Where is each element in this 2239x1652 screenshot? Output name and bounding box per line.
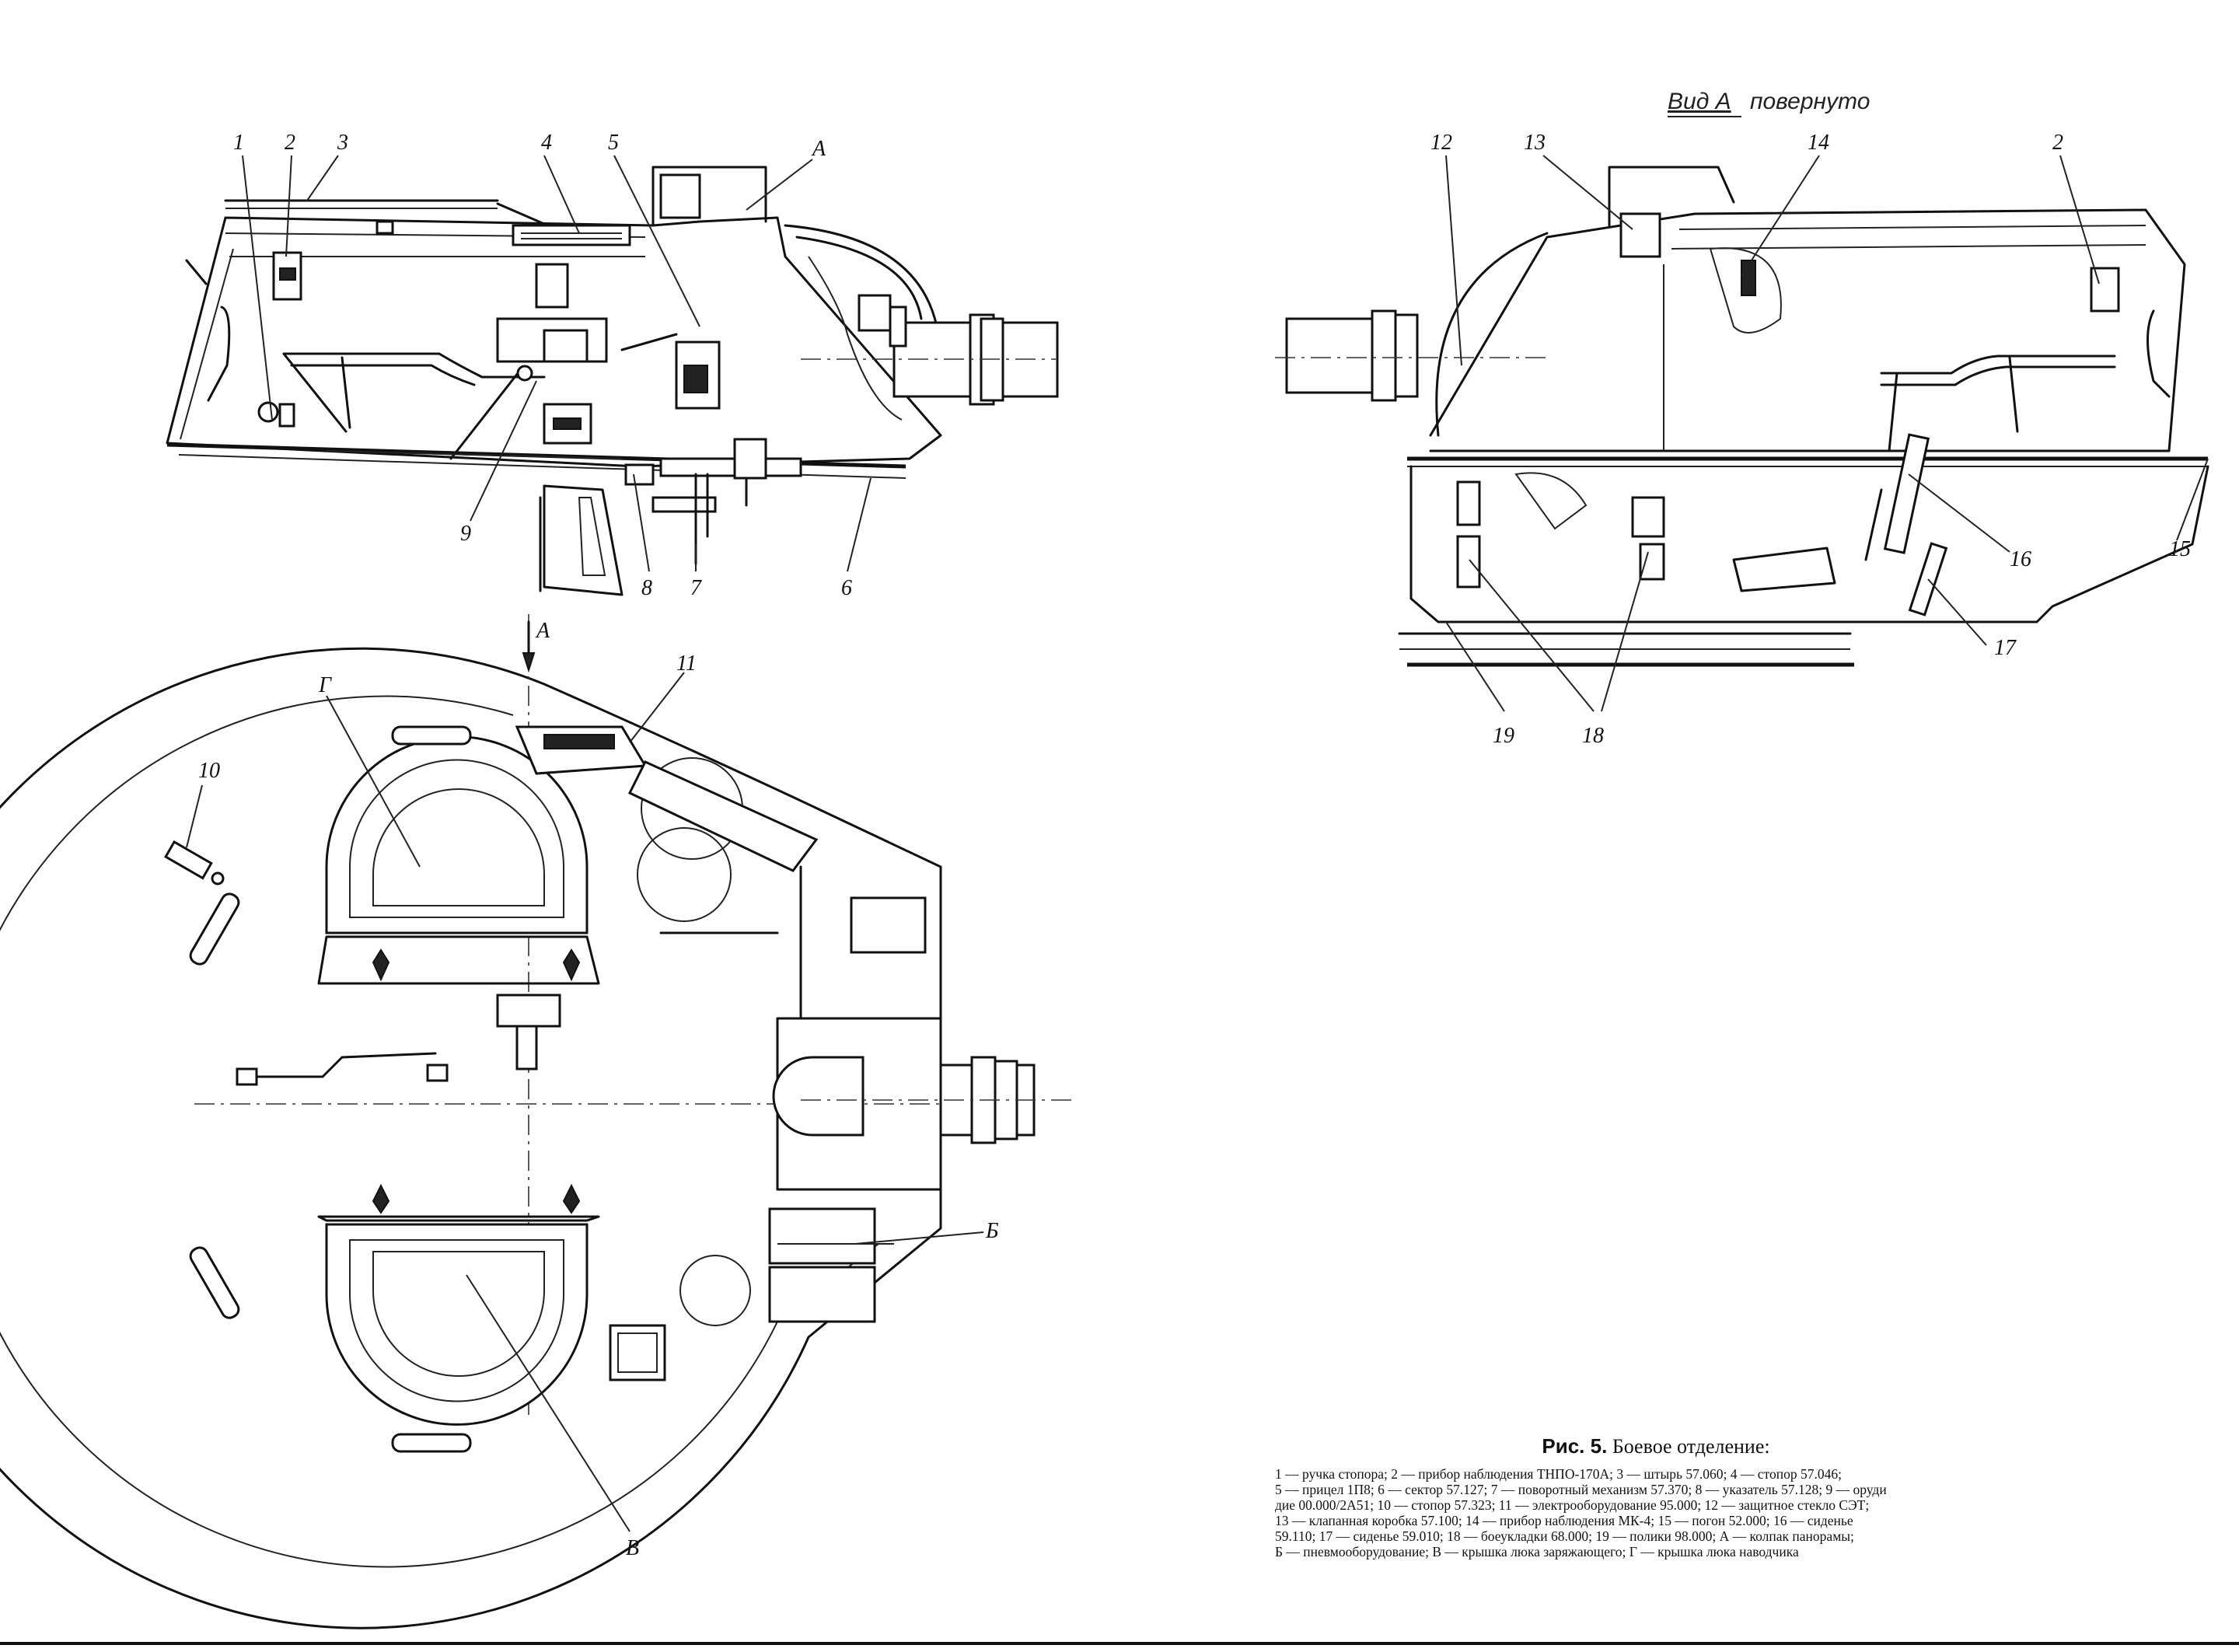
arrow-a-label: А [535,619,550,643]
callout-10: 10 [198,759,220,783]
callout-12: 12 [1430,131,1452,155]
callout-4: 4 [541,131,552,155]
callout-13: 13 [1524,131,1546,155]
side-section-view: 1 2 3 4 5 А 9 8 7 6 [166,131,1059,600]
caption-legend: 1 — ручка стопора; 2 — прибор наблюдения… [1275,1466,2239,1559]
callout-a: А [811,137,826,161]
caption-line: 59.110; 17 — сиденье 59.010; 18 — боеукл… [1275,1528,1854,1544]
caption-prefix: Рис. 5. [1542,1434,1608,1458]
caption-heading: Боевое отделение: [1612,1435,1770,1458]
callout-15: 15 [2169,537,2191,561]
callout-14: 14 [1808,131,1829,155]
caption-title: Рис. 5. Боевое отделение: [1275,1434,2239,1458]
caption-line: дие 00.000/2А51; 10 — стопор 57.323; 11 … [1275,1497,1870,1513]
callout-7: 7 [690,576,702,600]
callout-2-view-a: 2 [2052,131,2063,155]
figure-caption: Рис. 5. Боевое отделение: 1 — ручка стоп… [1275,1434,2239,1559]
view-a-label: Вид А [1668,89,1731,114]
callout-1: 1 [233,131,244,155]
callout-2: 2 [285,131,295,155]
page-bottom-rule [0,1642,2239,1645]
callout-g: Г [318,673,332,697]
callout-3: 3 [337,131,348,155]
callout-5: 5 [608,131,619,155]
caption-line: 13 — клапанная коробка 57.100; 14 — приб… [1275,1513,1853,1528]
caption-line: 1 — ручка стопора; 2 — прибор наблюдения… [1275,1466,1842,1482]
callout-6: 6 [841,576,852,600]
callout-19: 19 [1493,724,1514,748]
caption-line: Б — пневмооборудование; В — крышка люка … [1275,1544,1799,1559]
callout-9: 9 [460,522,471,546]
callout-16: 16 [2010,547,2031,571]
callout-v: В [626,1536,639,1560]
callout-18: 18 [1582,724,1604,748]
callout-11: 11 [676,651,697,676]
caption-line: 5 — прицел 1П8; 6 — сектор 57.127; 7 — п… [1275,1482,1887,1497]
callout-8: 8 [641,576,652,600]
view-a-rotated-label: повернуто [1750,89,1870,114]
view-a-rotated: Вид А повернуто [1275,89,2209,748]
svg-text:Вид А повернуто: Вид А повернуто [1668,89,1870,114]
callout-17: 17 [1994,636,2017,660]
plan-view: А [0,614,1073,1629]
callout-b: Б [985,1219,999,1243]
